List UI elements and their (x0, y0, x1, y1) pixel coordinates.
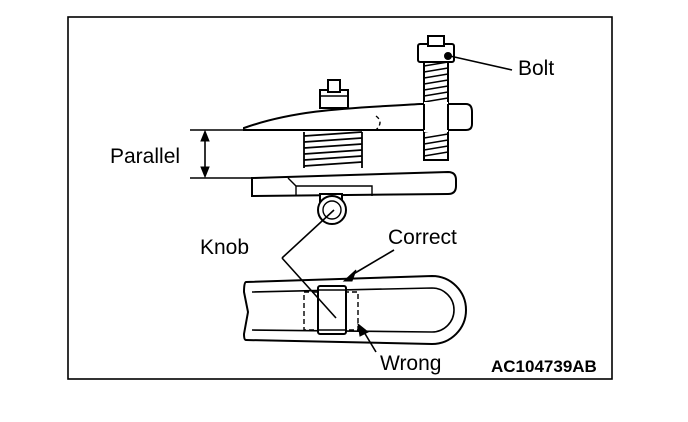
bolt-label: Bolt (518, 57, 555, 80)
figure-frame (67, 16, 613, 380)
parallel-dimension (190, 129, 254, 179)
parallel-label: Parallel (110, 145, 181, 168)
bolt-leader (449, 55, 513, 71)
knob-leaders (281, 209, 337, 319)
jaw-top-view (242, 274, 467, 346)
correct-arrow (342, 249, 395, 282)
wrong-label: Wrong (380, 352, 442, 375)
clamp-assembly (243, 35, 473, 225)
correct-position (317, 285, 347, 335)
correct-label: Correct (388, 226, 457, 249)
lower-arm (251, 170, 457, 198)
spring (303, 131, 363, 168)
bolt (417, 35, 455, 161)
figure-code: AC104739AB (491, 357, 597, 376)
upper-arm (243, 103, 473, 131)
knob-label: Knob (200, 236, 250, 259)
wrong-arrow (357, 322, 377, 353)
